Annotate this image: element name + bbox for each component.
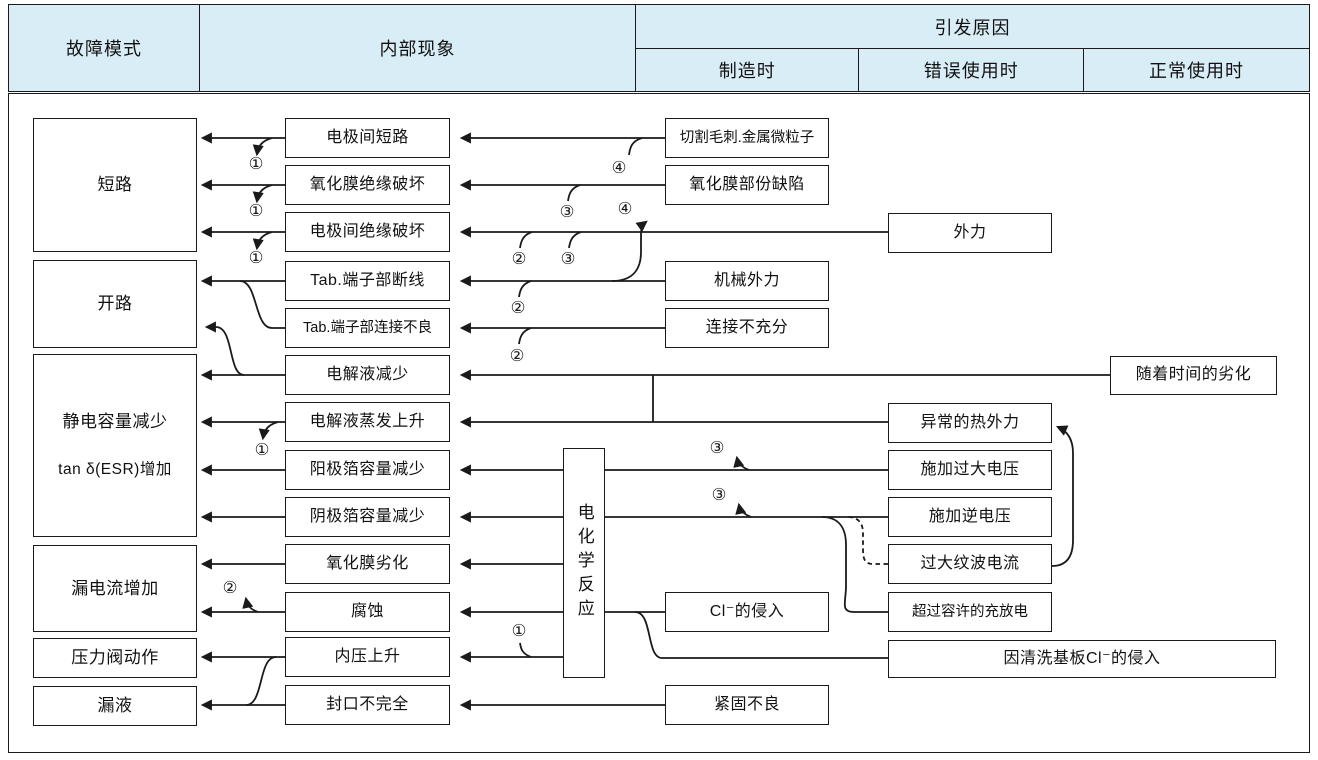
internal-box-electrode-short: 电极间短路 — [285, 118, 450, 158]
internal-box-tab-terminal-poor-connection: Tab.端子部连接不良 — [285, 308, 450, 348]
cause-box-excessive-ripple-current: 过大纹波电流 — [888, 544, 1052, 584]
fault-box-liquid-leakage: 漏液 — [33, 686, 197, 726]
ref-marker-4: ④ — [617, 200, 633, 218]
header-cause-manufacturing: 制造时 — [635, 48, 860, 92]
cause-box-poor-fastening: 紧固不良 — [665, 685, 829, 725]
ref-marker-1: ① — [248, 202, 264, 220]
header-internal-phenomenon: 内部现象 — [198, 4, 637, 92]
cause-box-cl-intrusion: Cl⁻的侵入 — [665, 592, 829, 632]
electrochemical-reaction-label: 电化学反应 — [574, 503, 594, 623]
ref-marker-2: ② — [222, 579, 238, 597]
cause-box-external-force: 外力 — [888, 213, 1052, 253]
cause-box-insufficient-connection: 连接不充分 — [665, 308, 829, 348]
header-cause: 引发原因 — [635, 4, 1310, 50]
internal-box-electrolyte-evaporation-rise: 电解液蒸发上升 — [285, 402, 450, 442]
cause-box-oxide-film-partial-defect: 氧化膜部份缺陷 — [665, 165, 829, 205]
fault-box-short-circuit: 短路 — [33, 118, 197, 252]
cause-box-mechanical-force: 机械外力 — [665, 261, 829, 301]
internal-box-anode-foil-capacity-decrease: 阳极箔容量减少 — [285, 450, 450, 490]
fault-box-pressure-valve-operation: 压力阀动作 — [33, 638, 197, 678]
cause-box-reverse-voltage: 施加逆电压 — [888, 497, 1052, 537]
ref-marker-3: ③ — [711, 486, 727, 504]
ref-marker-3: ③ — [560, 250, 576, 268]
ref-marker-2: ② — [510, 299, 526, 317]
header-fault-mode: 故障模式 — [8, 4, 200, 92]
cause-box-degradation-over-time: 随着时间的劣化 — [1110, 356, 1277, 395]
electrochemical-reaction-box: 电化学反应 — [563, 448, 605, 678]
internal-box-oxide-film-degradation: 氧化膜劣化 — [285, 544, 450, 584]
ref-marker-1: ① — [248, 249, 264, 267]
internal-box-oxide-film-insulation-breakdown: 氧化膜绝缘破坏 — [285, 165, 450, 205]
cause-box-cutting-burr-metal-particles: 切割毛刺.金属微粒子 — [665, 118, 829, 158]
header-cause-normal-use: 正常使用时 — [1083, 48, 1310, 92]
fault-box-open-circuit: 开路 — [33, 260, 197, 348]
cause-box-board-cleaning-cl-intrusion: 因清洗基板Cl⁻的侵入 — [888, 640, 1276, 678]
header-cause-misuse: 错误使用时 — [858, 48, 1085, 92]
cause-box-over-charge-discharge: 超过容许的充放电 — [888, 592, 1052, 632]
ref-marker-1: ① — [511, 622, 527, 640]
fault-box-leakage-current-increase: 漏电流增加 — [33, 545, 197, 632]
cause-box-excessive-voltage: 施加过大电压 — [888, 450, 1052, 490]
internal-box-incomplete-sealing: 封口不完全 — [285, 685, 450, 725]
internal-box-internal-pressure-rise: 内压上升 — [285, 637, 450, 677]
ref-marker-2: ② — [511, 250, 527, 268]
ref-marker-1: ① — [248, 155, 264, 173]
fault-box-capacitance-decrease: 静电容量减少 tan δ(ESR)增加 — [33, 354, 197, 537]
capacitance-decrease-label: 静电容量减少 — [62, 411, 168, 431]
internal-box-cathode-foil-capacity-decrease: 阴极箔容量减少 — [285, 497, 450, 537]
ref-marker-3: ③ — [709, 439, 725, 457]
internal-box-electrode-insulation-breakdown: 电极间绝缘破坏 — [285, 212, 450, 252]
internal-box-tab-terminal-break: Tab.端子部断线 — [285, 261, 450, 301]
internal-box-electrolyte-decrease: 电解液减少 — [285, 355, 450, 395]
esr-increase-label: tan δ(ESR)增加 — [58, 461, 172, 479]
ref-marker-1: ① — [254, 441, 270, 459]
ref-marker-4: ④ — [611, 159, 627, 177]
cause-box-abnormal-thermal-force: 异常的热外力 — [888, 403, 1052, 443]
internal-box-corrosion: 腐蚀 — [285, 592, 450, 632]
ref-marker-3: ③ — [559, 203, 575, 221]
ref-marker-2: ② — [509, 347, 525, 365]
